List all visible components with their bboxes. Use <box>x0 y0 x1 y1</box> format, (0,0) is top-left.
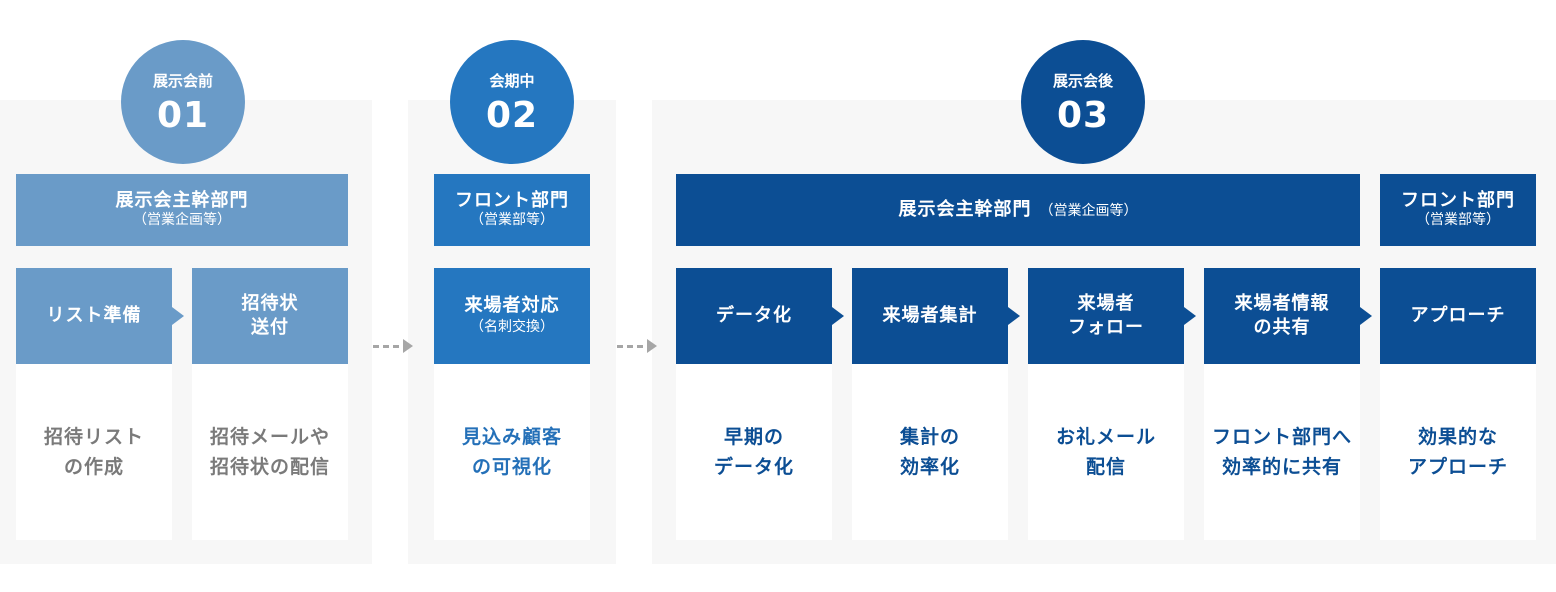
phase-3-number: 03 <box>1056 95 1110 136</box>
phase-2-label: 会期中 <box>489 72 535 90</box>
result-line: 集計の <box>899 425 960 448</box>
department-name: フロント部門 <box>1401 190 1515 212</box>
step-invitation-sending: 招待状 送付 <box>192 268 348 364</box>
result-line: 効果的な <box>1417 425 1498 448</box>
result-thank-you-mail: お礼メール配信 <box>1028 364 1184 540</box>
step-list-preparation: リスト準備 <box>16 268 184 364</box>
result-invite-list: 招待リストの作成 <box>16 364 172 540</box>
phase-3-badge: 展示会後 03 <box>1021 40 1145 164</box>
step-visitor-handling: 来場者対応 （名刺交換） <box>434 268 590 364</box>
phase-1-badge: 展示会前 01 <box>121 40 245 164</box>
result-early-digitization: 早期のデータ化 <box>676 364 832 540</box>
step-approach: アプローチ <box>1380 268 1536 364</box>
phase-1-label: 展示会前 <box>152 72 213 90</box>
step-subtitle: （名刺交換） <box>470 319 554 336</box>
result-line: 招待リスト <box>43 425 144 448</box>
result-line: 効率的に共有 <box>1221 456 1342 478</box>
result-line: フロント部門へ <box>1211 425 1352 448</box>
phase-3-department-front: フロント部門 （営業部等） <box>1380 174 1536 246</box>
step-title: アプローチ <box>1410 304 1506 326</box>
result-share-front: フロント部門へ効率的に共有 <box>1204 364 1360 540</box>
result-effective-approach: 効果的なアプローチ <box>1380 364 1536 540</box>
step-title-line1: 来場者 <box>1077 292 1135 314</box>
phase-1-department: 展示会主幹部門 （営業企画等） <box>16 174 348 246</box>
step-title-line2: 送付 <box>251 317 289 338</box>
arrow-right-icon <box>172 307 184 325</box>
arrow-right-icon <box>1184 307 1196 325</box>
result-invite-delivery: 招待メールや招待状の配信 <box>192 364 348 540</box>
result-line: 招待メールや <box>209 425 330 448</box>
phase-connector-arrow <box>617 339 657 353</box>
phase-1-number: 01 <box>156 95 210 136</box>
result-line: データ化 <box>713 456 794 478</box>
result-count-efficiency: 集計の効率化 <box>852 364 1008 540</box>
result-line: 招待状の配信 <box>209 456 330 478</box>
step-visitor-info-share: 来場者情報 の共有 <box>1204 268 1372 364</box>
department-note: （営業企画等） <box>133 212 231 229</box>
phase-connector-arrow <box>373 339 413 353</box>
department-note: （営業部等） <box>470 212 554 229</box>
step-title: 来場者集計 <box>882 304 978 326</box>
result-line: 配信 <box>1085 456 1126 478</box>
result-line: 早期の <box>723 425 784 448</box>
result-line: 効率化 <box>899 456 960 478</box>
phase-2-department: フロント部門 （営業部等） <box>434 174 590 246</box>
step-title-line2: の共有 <box>1253 317 1311 338</box>
step-title-line1: 来場者情報 <box>1234 292 1330 314</box>
arrow-right-icon <box>832 307 844 325</box>
phase-3-label: 展示会後 <box>1052 72 1113 90</box>
result-line: の作成 <box>63 456 124 478</box>
step-title: リスト準備 <box>46 304 142 326</box>
phase-2-number: 02 <box>485 95 539 136</box>
step-visitor-follow: 来場者 フォロー <box>1028 268 1196 364</box>
step-title-line1: 招待状 <box>241 292 299 314</box>
result-line: お礼メール <box>1055 425 1156 448</box>
step-digitization: データ化 <box>676 268 844 364</box>
phase-2-badge: 会期中 02 <box>450 40 574 164</box>
department-name: 展示会主幹部門 <box>115 190 249 212</box>
step-title: データ化 <box>716 304 792 326</box>
result-line: 見込み顧客 <box>461 425 562 448</box>
step-title-line2: フォロー <box>1068 317 1144 338</box>
department-note: （営業部等） <box>1416 212 1500 229</box>
step-title: 来場者対応 <box>464 295 560 317</box>
arrow-right-icon <box>1008 307 1020 325</box>
result-prospect-visualization: 見込み顧客の可視化 <box>434 364 590 540</box>
department-name: フロント部門 <box>455 190 569 212</box>
phase-3-department-main: 展示会主幹部門 （営業企画等） <box>676 174 1360 246</box>
department-name: 展示会主幹部門 <box>898 199 1032 221</box>
result-line: の可視化 <box>471 456 552 478</box>
department-note: （営業企画等） <box>1039 202 1138 219</box>
arrow-right-icon <box>1360 307 1372 325</box>
result-line: アプローチ <box>1407 456 1508 478</box>
step-visitor-count: 来場者集計 <box>852 268 1020 364</box>
